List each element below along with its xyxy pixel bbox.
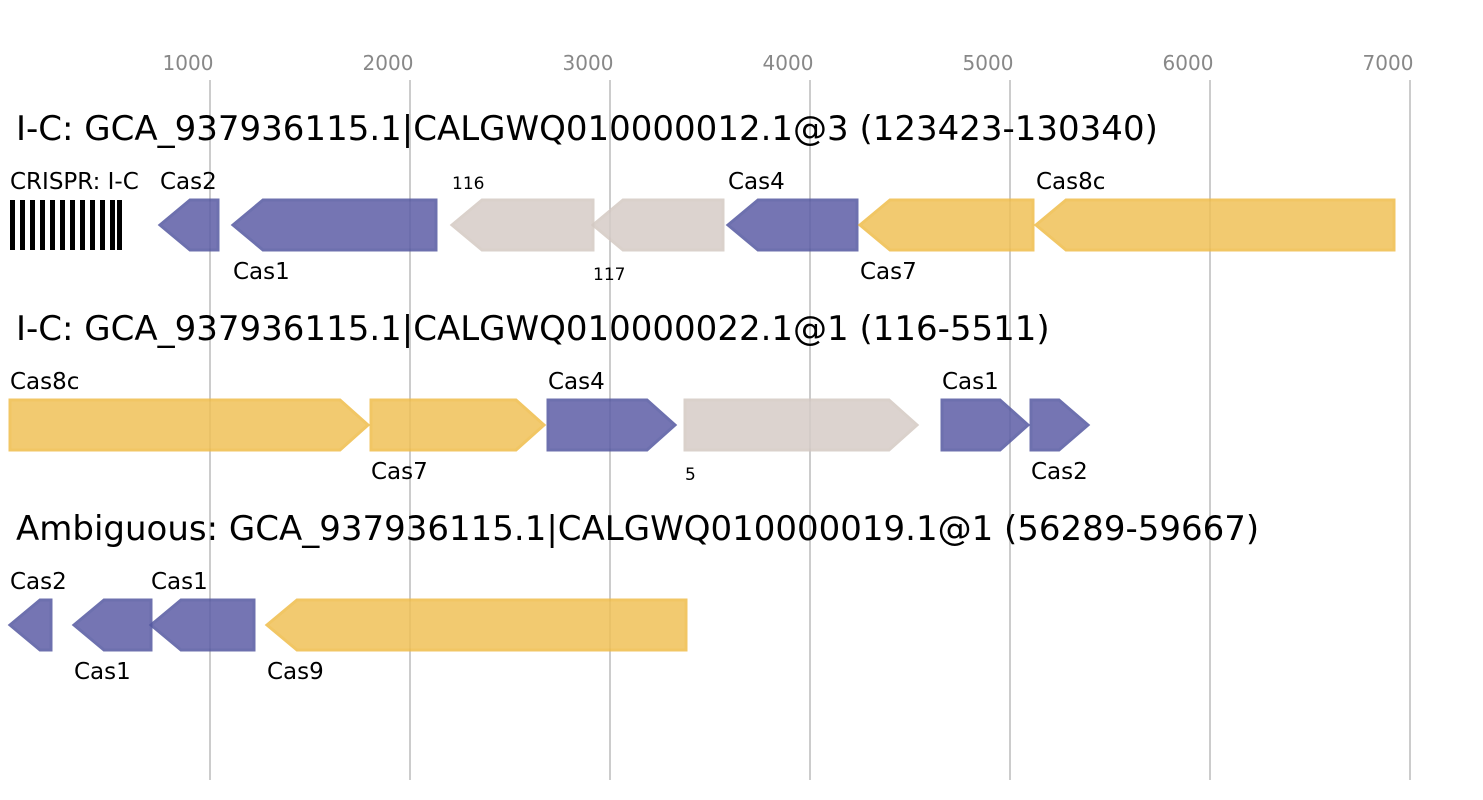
crispr-label: CRISPR: I-C: [10, 169, 139, 195]
crispr-repeat: [20, 200, 25, 250]
locus-title: I-C: GCA_937936115.1|CALGWQ010000012.1@3…: [16, 109, 1158, 149]
gene-cas1[interactable]: [71, 598, 153, 652]
gene-cas4[interactable]: [546, 398, 678, 452]
crispr-repeat: [30, 200, 35, 250]
gene-label: Cas4: [548, 369, 605, 395]
gene-cas2[interactable]: [157, 198, 220, 252]
gene-label: Cas7: [371, 459, 428, 485]
gene-label: Cas1: [233, 259, 290, 285]
gene-cas7[interactable]: [369, 398, 547, 452]
gene-label: Cas2: [1031, 459, 1088, 485]
crispr-repeat: [80, 200, 85, 250]
gene-cas4[interactable]: [725, 198, 859, 252]
tick-label: 2000: [363, 51, 414, 75]
axis: 1000 2000 3000 4000 5000 6000 7000: [163, 51, 1414, 780]
gene-label: Cas1: [151, 569, 208, 595]
gene-label: Cas9: [267, 659, 324, 685]
gene-117[interactable]: [590, 198, 725, 252]
crispr-repeat: [60, 200, 65, 250]
crispr-repeat: [50, 200, 55, 250]
gene-116[interactable]: [449, 198, 595, 252]
gene-label: Cas4: [728, 169, 785, 195]
locus-1: I-C: GCA_937936115.1|CALGWQ010000012.1@3…: [10, 109, 1396, 285]
crispr-repeat: [10, 200, 15, 250]
gene-cas7[interactable]: [857, 198, 1035, 252]
gene-cas2[interactable]: [7, 598, 53, 652]
crispr-array: [10, 200, 122, 250]
gene-label: Cas2: [10, 569, 67, 595]
tick-label: 1000: [163, 51, 214, 75]
crispr-repeat: [110, 200, 115, 250]
gene-cas9[interactable]: [264, 598, 688, 652]
gene-label: Cas8c: [1036, 169, 1105, 195]
gene-label: Cas1: [74, 659, 131, 685]
gene-label: Cas7: [860, 259, 917, 285]
tick-label: 3000: [563, 51, 614, 75]
gene-cas1[interactable]: [230, 198, 438, 252]
gene-label: 5: [685, 465, 696, 485]
gene-label: Cas1: [942, 369, 999, 395]
crispr-repeat: [100, 200, 105, 250]
locus-2: I-C: GCA_937936115.1|CALGWQ010000022.1@1…: [8, 309, 1091, 485]
gene-cas8c[interactable]: [8, 398, 371, 452]
gene-label: Cas2: [160, 169, 217, 195]
gene-label: Cas8c: [10, 369, 79, 395]
crispr-repeat: [90, 200, 95, 250]
tick-label: 6000: [1163, 51, 1214, 75]
crispr-repeat: [117, 200, 122, 250]
locus-3: Ambiguous: GCA_937936115.1|CALGWQ0100000…: [7, 509, 1259, 685]
tick-label: 4000: [763, 51, 814, 75]
tick-label: 7000: [1363, 51, 1414, 75]
locus-title: Ambiguous: GCA_937936115.1|CALGWQ0100000…: [16, 509, 1259, 549]
crispr-repeat: [70, 200, 75, 250]
tick-label: 5000: [963, 51, 1014, 75]
gene-label: 116: [452, 174, 484, 194]
locus-title: I-C: GCA_937936115.1|CALGWQ010000022.1@1…: [16, 309, 1050, 349]
gene-5[interactable]: [683, 398, 920, 452]
crispr-repeat: [40, 200, 45, 250]
gene-cas1[interactable]: [940, 398, 1031, 452]
gene-label: 117: [593, 265, 625, 285]
gene-cas1[interactable]: [148, 598, 256, 652]
gene-cas2[interactable]: [1029, 398, 1091, 452]
gene-cas8c[interactable]: [1033, 198, 1396, 252]
